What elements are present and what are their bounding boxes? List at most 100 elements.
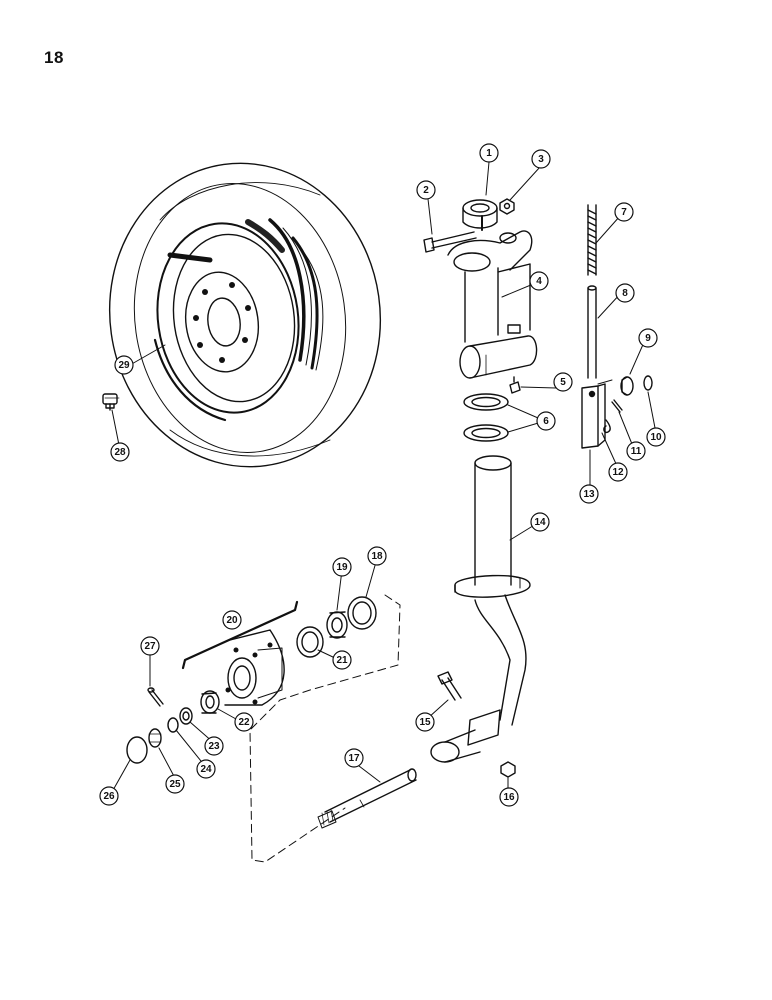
callout-number: 18 (371, 551, 383, 562)
callout-number: 3 (538, 154, 544, 165)
castle-nut-part-25 (148, 728, 162, 748)
spindle-support-housing (447, 230, 538, 379)
callout-21: 21 (332, 650, 352, 670)
callout-number: 24 (200, 764, 212, 775)
callout-number: 23 (208, 741, 220, 752)
callout-22: 22 (234, 712, 254, 732)
callout-number: 16 (503, 792, 515, 803)
cotter-pin-part-27 (147, 687, 164, 707)
callout-circle (234, 712, 254, 732)
callout-1: 1 (479, 143, 499, 163)
nut-part-9 (620, 376, 634, 396)
callout-18: 18 (367, 546, 387, 566)
washer-part-10 (643, 375, 653, 391)
cotter-pin-part-11 (611, 399, 623, 413)
callout-number: 17 (348, 753, 360, 764)
callout-circle (332, 557, 352, 577)
callout-circle (110, 442, 130, 462)
callout-8: 8 (615, 283, 635, 303)
callout-15: 15 (415, 712, 435, 732)
hub-bracket-20 (181, 600, 299, 670)
bearing-cone-part-22 (200, 690, 220, 714)
callout-number: 14 (534, 517, 546, 528)
callout-circle (99, 786, 119, 806)
callout-number: 6 (543, 416, 549, 427)
callout-circle (165, 774, 185, 794)
callout-number: 5 (560, 377, 566, 388)
rod-part-8 (587, 285, 597, 379)
nut-part-23 (179, 707, 193, 725)
callout-6: 6 (536, 411, 556, 431)
bolt-part-2 (423, 231, 477, 253)
callout-number: 25 (169, 779, 181, 790)
callout-14: 14 (530, 512, 550, 532)
callout-number: 15 (419, 717, 431, 728)
callout-circle (614, 202, 634, 222)
callout-circle (344, 748, 364, 768)
spindle-part (430, 455, 531, 763)
callout-circle (204, 736, 224, 756)
bearing-cup-part-21 (296, 626, 324, 658)
callout-circle (530, 512, 550, 532)
callout-circle (367, 546, 387, 566)
callout-number: 1 (486, 148, 492, 159)
callout-11: 11 (626, 441, 646, 461)
grease-fitting-part (509, 376, 521, 394)
callout-9: 9 (638, 328, 658, 348)
callout-circle (416, 180, 436, 200)
spring-pin-part-12 (603, 419, 611, 434)
callout-circle (626, 441, 646, 461)
callout-circle (529, 271, 549, 291)
callout-number: 8 (622, 288, 628, 299)
wheel-tire-assembly (108, 162, 382, 468)
callout-circle (646, 427, 666, 447)
callout-4: 4 (529, 271, 549, 291)
callout-25: 25 (165, 774, 185, 794)
callout-7: 7 (614, 202, 634, 222)
callout-number: 19 (336, 562, 348, 573)
callout-number: 9 (645, 333, 651, 344)
callout-20: 20 (222, 610, 242, 630)
callout-2: 2 (416, 180, 436, 200)
callout-circle (608, 462, 628, 482)
callout-number: 28 (114, 447, 126, 458)
callout-circle (415, 712, 435, 732)
callout-circle (499, 787, 519, 807)
callout-number: 4 (536, 276, 542, 287)
threaded-rod-part (587, 204, 597, 276)
callout-circle (553, 372, 573, 392)
callout-19: 19 (332, 557, 352, 577)
axle-spindle-part-17 (317, 768, 417, 829)
callout-number: 13 (583, 489, 595, 500)
callout-23: 23 (204, 736, 224, 756)
callout-number: 2 (423, 185, 429, 196)
callout-3: 3 (531, 149, 551, 169)
thrust-washer-part (463, 393, 509, 442)
callout-circle (615, 283, 635, 303)
callout-circle (638, 328, 658, 348)
wheel-hub-part (224, 629, 285, 706)
hub-assembly-boundary (249, 594, 401, 863)
callout-number: 26 (103, 791, 115, 802)
callout-5: 5 (553, 372, 573, 392)
callout-circle (114, 355, 134, 375)
callout-29: 29 (114, 355, 134, 375)
setscrew-nut-part (499, 198, 515, 215)
callout-circle (196, 759, 216, 779)
callout-28: 28 (110, 442, 130, 462)
callout-10: 10 (646, 427, 666, 447)
callout-number: 11 (631, 446, 642, 457)
callout-24: 24 (196, 759, 216, 779)
callout-number: 12 (612, 467, 624, 478)
callout-number: 29 (118, 360, 130, 371)
callout-circle (479, 143, 499, 163)
callout-circle (222, 610, 242, 630)
hub-cap-part-26 (126, 736, 148, 764)
callout-number: 20 (226, 615, 238, 626)
callout-circle (579, 484, 599, 504)
callout-circle (531, 149, 551, 169)
callout-27: 27 (140, 636, 160, 656)
callout-number: 27 (144, 641, 156, 652)
callout-circle (536, 411, 556, 431)
